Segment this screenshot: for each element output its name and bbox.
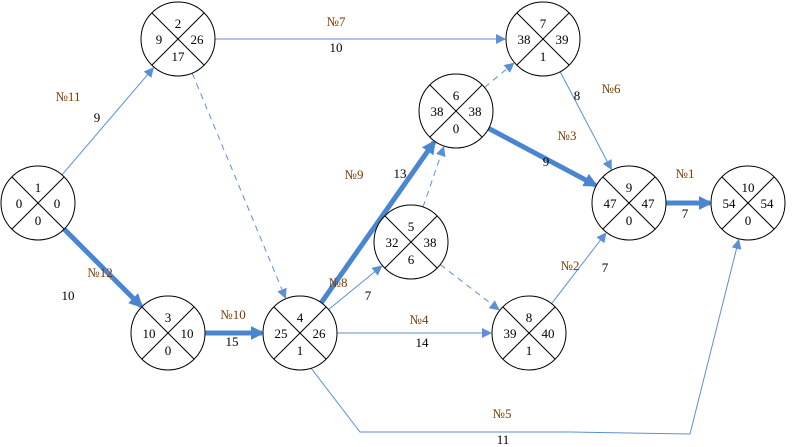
node-divider [502,306,556,360]
edge-duration-2-7: 10 [330,40,343,55]
node-divider [429,84,483,138]
node-early-time: 10 [143,326,156,341]
event-node-4: 4 25 26 1 [262,295,338,371]
edge-name-4-5: №8 [329,275,348,290]
node-reserve: 6 [408,252,415,267]
event-node-6: 6 38 38 0 [418,73,494,149]
node-early-time: 25 [275,326,288,341]
node-reserve: 0 [35,213,42,228]
edge-name-3-4: №10 [220,307,245,322]
node-late-time: 0 [54,196,61,211]
node-late-time: 38 [469,104,482,119]
edges-layer [61,34,742,435]
edge-duration-7-9: 8 [574,88,581,103]
edge-name-2-7: №7 [327,14,346,29]
edge-duration-4-10: 11 [497,432,510,447]
node-late-time: 54 [761,196,775,211]
node-late-time: 39 [556,32,569,47]
node-divider [141,306,195,360]
edge-duration-6-9: 9 [543,154,550,169]
event-node-2: 29 26 17 [140,1,216,77]
node-number: 3 [165,310,172,325]
node-early-time: 38 [518,32,531,47]
edge-1-3 [62,227,144,309]
event-node-10: 10 54 54 0 [710,165,786,241]
event-node-9: 9 47 47 0 [591,165,667,241]
edge-5-8-dummy [439,264,500,311]
node-reserve: 1 [526,343,533,358]
node-early-time: 38 [431,104,444,119]
node-early-time: 39 [504,326,517,341]
node-late-time: 10 [181,326,194,341]
node-number: 9 [626,180,633,195]
edge-name-4-8: №4 [410,312,429,327]
node-reserve: 1 [540,49,547,64]
edge-duration-4-6: 13 [394,166,407,181]
node-reserve: 1 [297,343,304,358]
edge-name-1-2: №11 [56,89,81,104]
edge-name-1-3: №12 [87,265,112,280]
node-early-time: 32 [386,235,399,250]
edge-name-4-10: №5 [493,406,512,421]
edge-duration-3-4: 15 [226,334,239,349]
edge-4-5 [328,265,383,310]
node-reserve: 17 [172,49,186,64]
event-node-3: 3 10 10 0 [130,295,206,371]
edge-name-9-10: №1 [676,166,695,181]
node-early-time: 0 [16,196,23,211]
node-late-time: 47 [642,196,656,211]
node-late-time: 38 [424,235,437,250]
edge-duration-1-3: 10 [62,288,75,303]
node-divider [151,12,205,66]
node-reserve: 0 [165,343,172,358]
edge-duration-8-9: 7 [602,260,609,275]
node-divider [721,176,775,230]
edge-8-9 [551,232,607,304]
node-number: 8 [526,310,533,325]
node-divider [384,215,438,269]
node-divider [11,176,65,230]
edge-name-6-9: №3 [558,128,577,143]
node-late-time: 26 [313,326,327,341]
node-divider [516,12,570,66]
edge-name-7-9: №6 [602,81,621,96]
edge-duration-4-5: 7 [365,288,372,303]
node-reserve: 0 [745,213,752,228]
node-number: 5 [408,219,415,234]
node-late-time: 40 [542,326,555,341]
node-divider [273,306,327,360]
edge-4-6 [319,139,437,305]
edge-duration-4-8: 14 [416,335,430,350]
node-reserve: 0 [626,213,633,228]
edge-6-7-dummy [484,62,515,88]
edge-7-9 [559,71,612,171]
edge-1-2 [61,67,154,176]
event-node-5: 5 32 38 6 [373,204,449,280]
event-node-7: 7 38 39 1 [505,1,581,77]
edge-4-10 [310,238,742,435]
event-node-8: 8 39 40 1 [491,295,567,371]
edge-duration-1-2: 9 [94,110,101,125]
node-reserve: 0 [453,121,460,136]
node-early-time: 47 [604,196,618,211]
edge-2-4-dummy [191,72,287,299]
node-number: 1 [35,180,42,195]
edge-6-9 [487,126,598,188]
node-early-time: 54 [723,196,737,211]
node-divider [602,176,656,230]
edge-name-4-6: №9 [345,167,364,182]
node-number: 10 [742,180,755,195]
node-early-time: 9 [156,32,163,47]
edge-duration-9-10: 7 [682,206,689,221]
node-number: 4 [297,310,304,325]
node-number: 7 [540,16,547,31]
node-number: 2 [175,16,182,31]
edge-name-8-9: №2 [561,258,580,273]
node-late-time: 26 [191,32,205,47]
node-number: 6 [453,88,460,103]
